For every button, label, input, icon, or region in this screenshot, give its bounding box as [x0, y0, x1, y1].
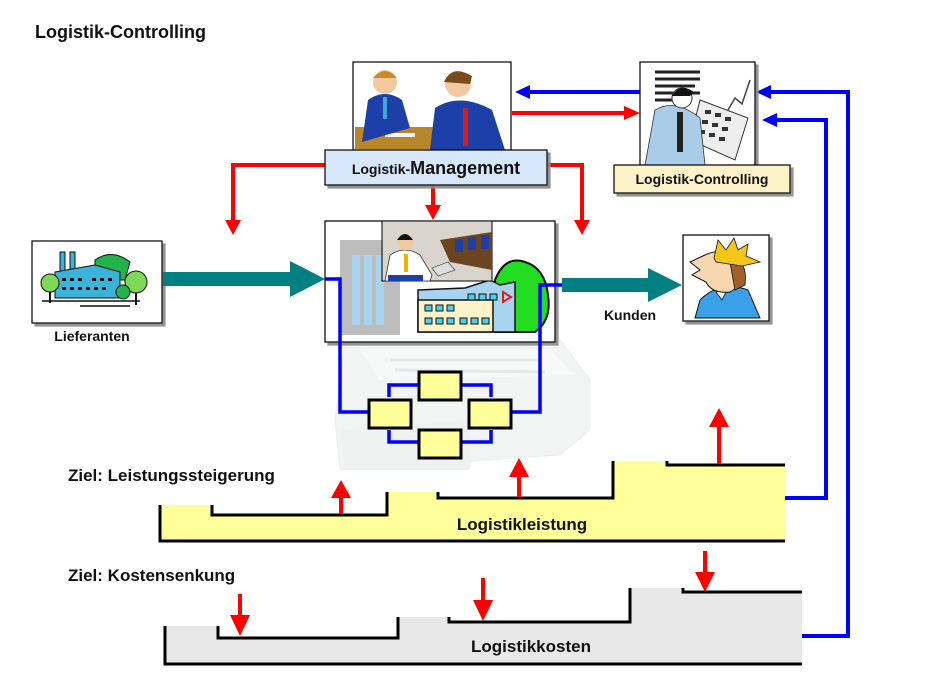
- supply-flow-arrow: [163, 261, 325, 297]
- arrow-up-icon: [709, 408, 729, 427]
- controlling-label-box[interactable]: Logistik-Controlling: [613, 164, 791, 194]
- delivery-flow-arrow: Kunden: [562, 268, 682, 323]
- process-network: [367, 370, 513, 460]
- cost-bar-label: Logistikkosten: [471, 637, 591, 656]
- controlling-label: Logistik-Controlling: [636, 171, 769, 187]
- cost-bar: Logistikkosten: [163, 551, 802, 666]
- process-box-right: [467, 398, 513, 430]
- management-node[interactable]: [352, 61, 512, 151]
- arrow-down-center-icon: [425, 205, 441, 220]
- customers-node[interactable]: [682, 234, 770, 322]
- management-label-box[interactable]: Logistik-Management: [324, 149, 548, 186]
- arrow-down-icon: [695, 572, 715, 592]
- feedback-arrow-costs-icon: [756, 85, 771, 99]
- company-buildings-icon: [340, 240, 550, 335]
- arrow-up-icon: [509, 458, 529, 477]
- performance-bar-label: Logistikleistung: [457, 515, 587, 534]
- process-box-left: [367, 398, 413, 430]
- process-box-top: [417, 370, 463, 402]
- management-label-main: Management: [410, 158, 520, 178]
- factory-icon: [40, 251, 148, 307]
- reduction-arrows: [230, 551, 715, 636]
- controlling-node[interactable]: [639, 61, 756, 173]
- goal-costs-label: Ziel: Kostensenkung: [68, 566, 235, 585]
- process-box-bottom: [417, 428, 463, 460]
- arrow-down-right-icon: [574, 220, 590, 235]
- management-control-arrows: [225, 163, 590, 235]
- svg-text:Logistik-Management: Logistik-Management: [352, 158, 520, 178]
- feedback-lines: [756, 85, 850, 638]
- king-customer-icon: [689, 237, 762, 319]
- goal-performance-label: Ziel: Leistungssteigerung: [68, 466, 275, 485]
- management-label-prefix: Logistik-: [352, 161, 411, 177]
- arrow-down-icon: [473, 600, 493, 621]
- arrow-left-blue-icon: [515, 85, 530, 99]
- suppliers-node[interactable]: Lieferanten: [31, 240, 163, 344]
- mgmt-controlling-arrows: [512, 85, 640, 120]
- company-node[interactable]: [324, 220, 556, 343]
- arrow-down-icon: [230, 615, 250, 636]
- process-lines: [325, 277, 562, 444]
- office-worker-photo: [381, 220, 493, 282]
- customers-label: Kunden: [604, 307, 656, 323]
- performance-bar: Logistikleistung: [158, 408, 785, 543]
- arrow-right-red-icon: [624, 106, 640, 120]
- improvement-arrows: [331, 408, 729, 514]
- controller-calculator-icon: [644, 70, 751, 166]
- arrow-up-icon: [331, 480, 351, 498]
- diagram-title: Logistik-Controlling: [35, 22, 206, 42]
- meeting-people-icon: [355, 70, 505, 150]
- feedback-arrow-performance-icon: [762, 113, 777, 127]
- suppliers-label: Lieferanten: [54, 328, 129, 344]
- arrow-down-left-icon: [225, 220, 241, 235]
